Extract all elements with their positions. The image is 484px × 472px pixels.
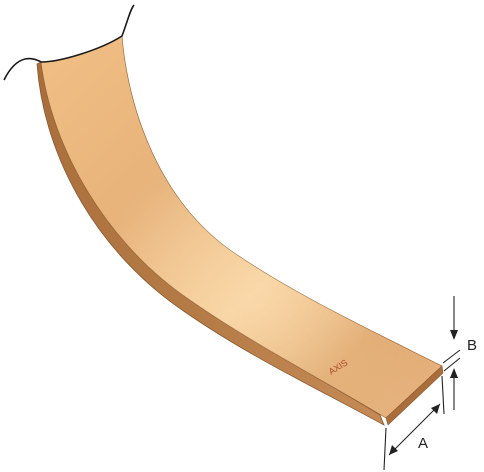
strip-end-face [385,365,444,426]
strip-sheen [41,36,442,418]
dimension-a [383,375,445,471]
dimension-b [442,296,461,410]
break-line [3,4,135,81]
dimension-a-label: A [418,435,428,452]
dimension-b-label: B [467,337,477,354]
